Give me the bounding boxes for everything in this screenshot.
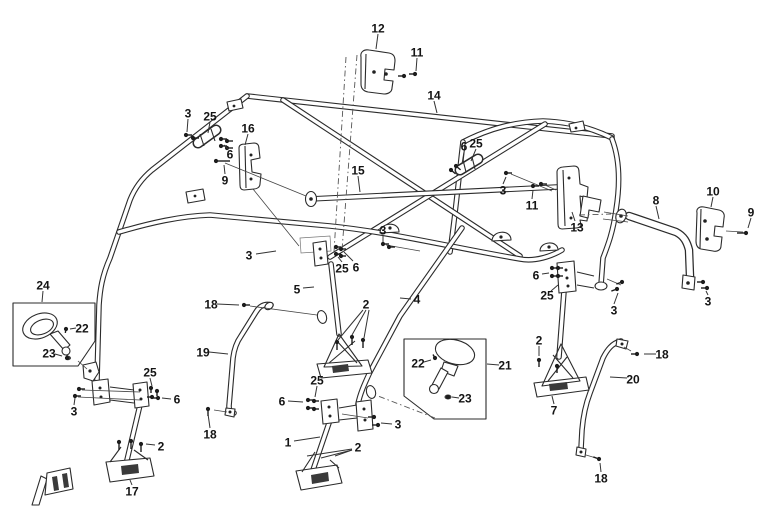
- part-number-callout: 6: [227, 148, 234, 162]
- part-number-callout: 4: [414, 293, 421, 307]
- part-number-callout: 6: [353, 261, 360, 275]
- part-number-callout: 6: [533, 269, 540, 283]
- part-number-callout: 18: [204, 298, 218, 312]
- part-number-callout: 6: [279, 395, 286, 409]
- part-number-callout: 3: [185, 107, 192, 121]
- part-number-callout: 19: [196, 346, 210, 360]
- bracket-13: [556, 165, 602, 230]
- pad-bracket-12: [360, 49, 396, 95]
- cage-mount-tabs: [185, 98, 586, 252]
- pointer-lines: [77, 162, 744, 459]
- tube-end-fittings: [224, 301, 629, 458]
- part-number-callout: 20: [626, 373, 640, 387]
- connector-struts: [109, 271, 595, 421]
- grommet-pillar5: [316, 310, 328, 324]
- part-number-callout: 25: [310, 374, 324, 388]
- part-number-callout: 9: [222, 174, 229, 188]
- callout-leaders: [41, 33, 752, 486]
- part-number-callout: 15: [351, 164, 365, 178]
- roll-cage-frame-drawing: [12, 49, 725, 506]
- part-number-callout: 23: [42, 347, 56, 361]
- part-number-callout: 17: [125, 485, 139, 499]
- part-number-callout: 11: [411, 46, 424, 60]
- part-number-callout: 22: [75, 322, 89, 336]
- grommet-pillar4: [365, 385, 377, 399]
- part-number-callout: 24: [36, 279, 50, 293]
- part-number-callout: 18: [594, 472, 608, 486]
- part-number-callout: 14: [427, 89, 441, 103]
- bracket-16: [238, 142, 332, 254]
- part-number-callout: 3: [705, 295, 712, 309]
- part-number-callout: 2: [536, 334, 543, 348]
- part-number-callout: 3: [611, 304, 618, 318]
- mirror-clamp: [82, 361, 100, 382]
- part-number-callout: 2: [355, 441, 362, 455]
- part-number-callout: 5: [294, 283, 301, 297]
- part-number-callout: 11: [526, 199, 539, 213]
- bumper-ends: [615, 208, 696, 291]
- part-number-callout: 9: [748, 206, 755, 220]
- part-number-callout: 12: [371, 22, 385, 36]
- part-number-callout: 2: [158, 440, 165, 454]
- part-number-callout: 25: [143, 366, 157, 380]
- part-number-callout: 8: [653, 194, 660, 208]
- projection-lines: [333, 54, 612, 419]
- part-number-callout: 10: [706, 185, 720, 199]
- part-number-callout: 18: [655, 348, 669, 362]
- part-number-callout: 3: [246, 249, 253, 263]
- part-number-callout: 2: [363, 298, 370, 312]
- part-number-callout: 7: [551, 404, 558, 418]
- clamp-sleeves: [192, 124, 484, 176]
- part-number-callout: 25: [540, 289, 554, 303]
- part-number-callout: 13: [570, 221, 584, 235]
- part-number-callout: 18: [203, 428, 217, 442]
- rear-tube-end: [594, 281, 608, 291]
- part-number-callout: 3: [71, 405, 78, 419]
- pad-bracket-10: [695, 206, 725, 252]
- part-number-callout: 6: [461, 140, 468, 154]
- brand-logo: [31, 467, 74, 506]
- part-number-callout: 16: [241, 122, 255, 136]
- mirror-detail-box-24: [12, 302, 96, 367]
- part-number-callout: 21: [498, 359, 512, 373]
- bracket-plates: [91, 240, 577, 432]
- part-number-callout: 23: [458, 392, 472, 406]
- part-number-callout: 22: [411, 357, 425, 371]
- part-number-callout: 25: [469, 137, 483, 151]
- part-number-callout: 25: [335, 262, 349, 276]
- mirror-detail-box-21: [403, 338, 487, 420]
- foot-assemblies: [105, 333, 590, 491]
- fasteners: [63, 71, 749, 462]
- part-number-callout: 6: [174, 393, 181, 407]
- part-number-callout: 3: [380, 224, 387, 238]
- part-number-callout: 3: [395, 418, 402, 432]
- part-number-callout: 3: [500, 184, 507, 198]
- part-number-callout: 1: [285, 436, 292, 450]
- part-number-callout: 25: [203, 110, 217, 124]
